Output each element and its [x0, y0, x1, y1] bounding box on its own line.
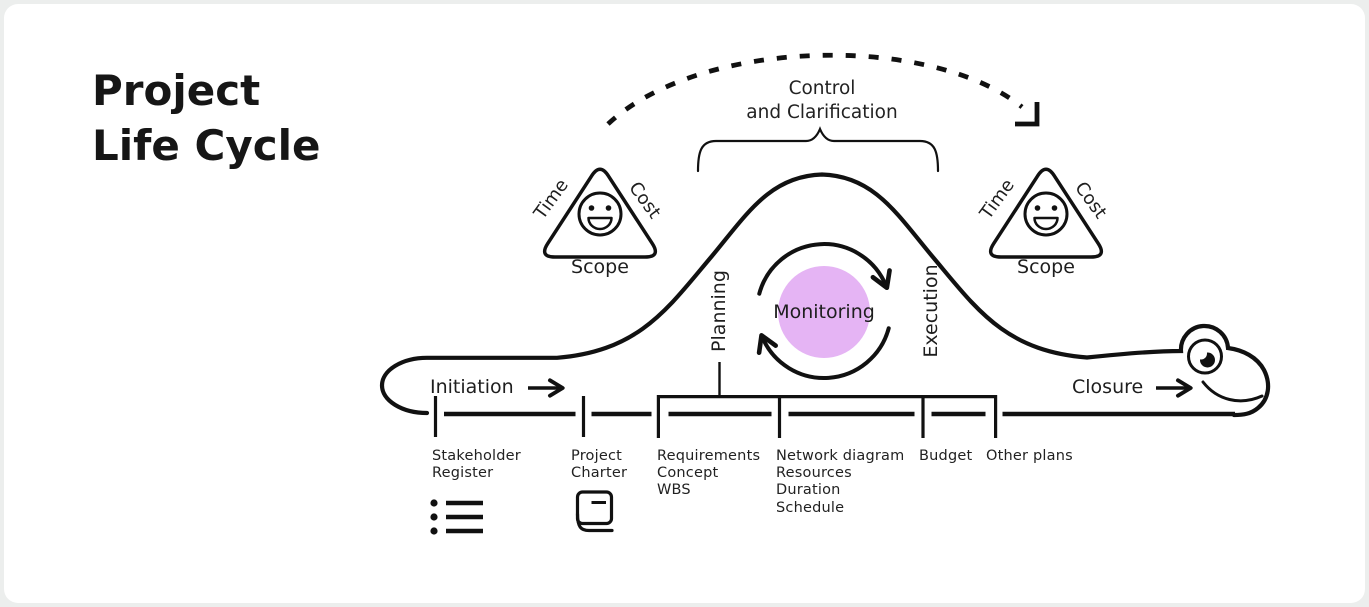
- monitoring-circle: [778, 266, 870, 358]
- planning-bracket-icon: [656, 395, 998, 438]
- monitoring-cycle-arrows-icon: [756, 242, 892, 380]
- scope-label-left: Scope: [571, 255, 629, 278]
- timeline-ticks: [433, 395, 998, 438]
- diagram-canvas: [4, 4, 1365, 603]
- constraint-triangle-left: [542, 167, 658, 259]
- other-plans-label: Other plans: [986, 448, 1073, 464]
- planning-label: Planning: [707, 270, 730, 352]
- smiley-face-icon: [577, 191, 623, 237]
- list-icon: [430, 499, 483, 535]
- brace-icon: [696, 126, 940, 173]
- initiation-label: Initiation: [430, 376, 514, 398]
- snake-body-path: [379, 172, 1271, 418]
- monitoring-label: Monitoring: [773, 300, 875, 323]
- budget-label: Budget: [919, 448, 973, 464]
- closure-label: Closure: [1072, 376, 1144, 398]
- feedback-arrowhead-icon: [1015, 102, 1040, 127]
- constraint-triangle-right: [988, 167, 1104, 259]
- snake-mouth-icon: [1201, 380, 1264, 403]
- scope-label-right: Scope: [1017, 255, 1075, 278]
- execution-label: Execution: [919, 264, 942, 358]
- feedback-arc-icon: [606, 52, 1040, 127]
- snake-face-icon: [1187, 338, 1264, 403]
- book-icon: [575, 490, 614, 533]
- smiley-face-icon: [1023, 191, 1069, 237]
